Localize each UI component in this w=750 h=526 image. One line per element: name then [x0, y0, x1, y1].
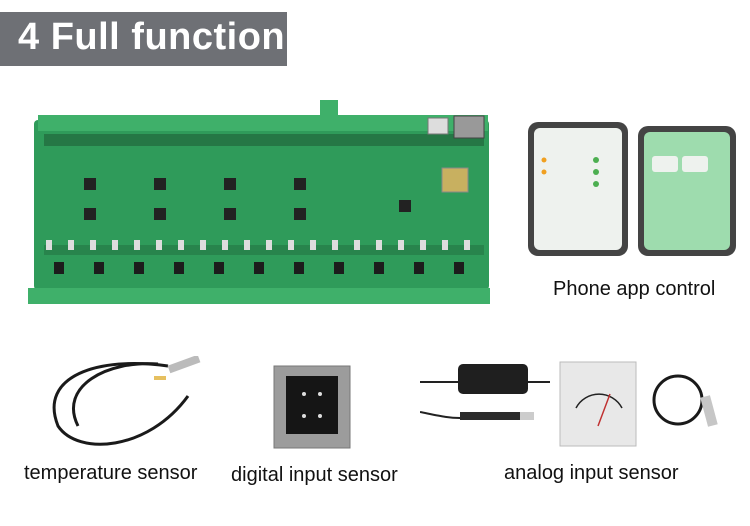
- analog-sensors-image: [420, 361, 718, 447]
- temperature-caption: temperature sensor: [24, 462, 198, 484]
- wall-switch-image: [273, 365, 351, 449]
- title-banner: [0, 12, 287, 66]
- title-text: 4 Full function: [18, 16, 286, 58]
- phone-app-caption: Phone app control: [553, 278, 716, 300]
- analog-caption: analog input sensor: [504, 462, 679, 484]
- relay-board-image: [28, 100, 490, 304]
- temperature-probe-image: [52, 356, 201, 446]
- phones-image: [528, 122, 736, 256]
- digital-caption: digital input sensor: [231, 464, 398, 486]
